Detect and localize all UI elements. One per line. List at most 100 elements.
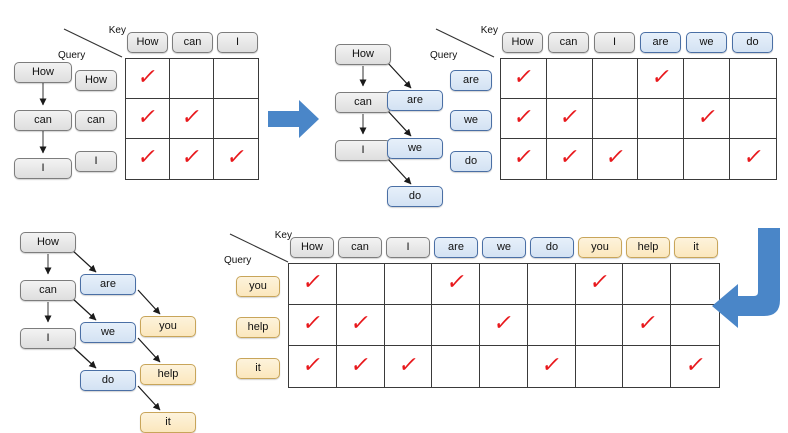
row-header[interactable]: How — [75, 70, 117, 91]
attention-cell-empty[interactable] — [592, 99, 639, 139]
column-header[interactable]: I — [217, 32, 258, 53]
attention-cell-checked[interactable]: ✓ — [289, 264, 337, 305]
attention-cell-empty[interactable] — [623, 346, 672, 387]
token-node[interactable]: do — [387, 186, 443, 207]
token-node[interactable]: How — [14, 62, 72, 83]
attention-cell-empty[interactable] — [730, 99, 776, 139]
attention-cell-checked[interactable]: ✓ — [638, 59, 685, 99]
attention-cell-empty[interactable] — [214, 59, 258, 99]
column-header[interactable]: How — [502, 32, 543, 53]
attention-cell-empty[interactable] — [336, 264, 385, 305]
token-node[interactable]: are — [80, 274, 136, 295]
row-header[interactable]: help — [236, 317, 280, 338]
attention-cell-empty[interactable] — [730, 59, 776, 99]
attention-cell-checked[interactable]: ✓ — [730, 139, 776, 179]
attention-cell-empty[interactable] — [214, 99, 258, 139]
attention-cell-checked[interactable]: ✓ — [385, 346, 433, 387]
attention-cell-checked[interactable]: ✓ — [336, 305, 385, 346]
token-node[interactable]: we — [80, 322, 136, 343]
token-node[interactable]: are — [387, 90, 443, 111]
column-header[interactable]: do — [530, 237, 574, 258]
column-header[interactable]: are — [434, 237, 478, 258]
attention-cell-checked[interactable]: ✓ — [575, 264, 624, 305]
attention-cell-checked[interactable]: ✓ — [126, 139, 170, 179]
attention-cell-empty[interactable] — [384, 264, 433, 305]
column-header[interactable]: can — [172, 32, 213, 53]
column-header[interactable]: you — [578, 237, 622, 258]
attention-cell-checked[interactable]: ✓ — [684, 99, 731, 139]
attention-cell-empty[interactable] — [638, 139, 685, 179]
attention-cell-empty[interactable] — [576, 346, 624, 387]
attention-cell-checked[interactable]: ✓ — [432, 264, 481, 305]
column-header[interactable]: can — [338, 237, 382, 258]
token-node[interactable]: we — [387, 138, 443, 159]
attention-cell-empty[interactable] — [527, 305, 576, 346]
token-node[interactable]: How — [335, 44, 391, 65]
attention-cell-empty[interactable] — [684, 59, 731, 99]
attention-cell-checked[interactable]: ✓ — [126, 99, 170, 139]
attention-cell-empty[interactable] — [480, 346, 528, 387]
column-header[interactable]: we — [482, 237, 526, 258]
check-icon: ✓ — [695, 104, 719, 130]
row-header[interactable]: can — [75, 110, 117, 131]
column-header[interactable]: help — [626, 237, 670, 258]
column-header[interactable]: How — [127, 32, 168, 53]
attention-cell-checked[interactable]: ✓ — [337, 346, 385, 387]
attention-cell-checked[interactable]: ✓ — [528, 346, 576, 387]
attention-cell-checked[interactable]: ✓ — [501, 59, 547, 99]
attention-cell-empty[interactable] — [575, 305, 624, 346]
attention-cell-empty[interactable] — [432, 305, 481, 346]
token-node[interactable]: How — [20, 232, 76, 253]
attention-cell-checked[interactable]: ✓ — [671, 346, 719, 387]
token-node[interactable]: I — [335, 140, 391, 161]
column-header[interactable]: do — [732, 32, 773, 53]
attention-cell-checked[interactable]: ✓ — [501, 99, 547, 139]
row-header[interactable]: do — [450, 151, 492, 172]
column-header[interactable]: I — [594, 32, 635, 53]
row-header[interactable]: we — [450, 110, 492, 131]
token-node[interactable]: do — [80, 370, 136, 391]
attention-cell-empty[interactable] — [546, 59, 593, 99]
attention-cell-checked[interactable]: ✓ — [546, 99, 593, 139]
row-header[interactable]: you — [236, 276, 280, 297]
attention-cell-checked[interactable]: ✓ — [289, 305, 337, 346]
attention-cell-empty[interactable] — [638, 99, 685, 139]
attention-cell-checked[interactable]: ✓ — [126, 59, 170, 99]
column-header[interactable]: we — [686, 32, 727, 53]
attention-cell-empty[interactable] — [671, 264, 719, 305]
column-header[interactable]: it — [674, 237, 718, 258]
token-node[interactable]: I — [14, 158, 72, 179]
attention-cell-empty[interactable] — [384, 305, 433, 346]
attention-cell-checked[interactable]: ✓ — [480, 305, 528, 346]
attention-cell-checked[interactable]: ✓ — [501, 139, 547, 179]
column-header[interactable]: can — [548, 32, 589, 53]
row-header[interactable]: it — [236, 358, 280, 379]
attention-cell-checked[interactable]: ✓ — [214, 139, 258, 179]
column-header[interactable]: are — [640, 32, 681, 53]
token-node[interactable]: I — [20, 328, 76, 349]
attention-cell-checked[interactable]: ✓ — [593, 139, 639, 179]
attention-cell-empty[interactable] — [170, 59, 214, 99]
column-header[interactable]: I — [386, 237, 430, 258]
attention-cell-empty[interactable] — [684, 139, 731, 179]
attention-cell-checked[interactable]: ✓ — [289, 346, 337, 387]
attention-cell-empty[interactable] — [432, 346, 481, 387]
row-header[interactable]: I — [75, 151, 117, 172]
attention-cell-checked[interactable]: ✓ — [623, 305, 672, 346]
attention-cell-empty[interactable] — [592, 59, 639, 99]
attention-cell-checked[interactable]: ✓ — [170, 139, 214, 179]
attention-cell-empty[interactable] — [623, 264, 672, 305]
attention-cell-empty[interactable] — [671, 305, 719, 346]
row-header[interactable]: are — [450, 70, 492, 91]
attention-cell-empty[interactable] — [480, 264, 528, 305]
attention-cell-empty[interactable] — [527, 264, 576, 305]
token-node[interactable]: it — [140, 412, 196, 433]
token-node[interactable]: you — [140, 316, 196, 337]
token-node[interactable]: can — [14, 110, 72, 131]
token-node[interactable]: can — [20, 280, 76, 301]
attention-cell-checked[interactable]: ✓ — [547, 139, 593, 179]
token-node[interactable]: help — [140, 364, 196, 385]
attention-cell-checked[interactable]: ✓ — [170, 99, 214, 139]
column-header[interactable]: How — [290, 237, 334, 258]
token-node[interactable]: can — [335, 92, 391, 113]
